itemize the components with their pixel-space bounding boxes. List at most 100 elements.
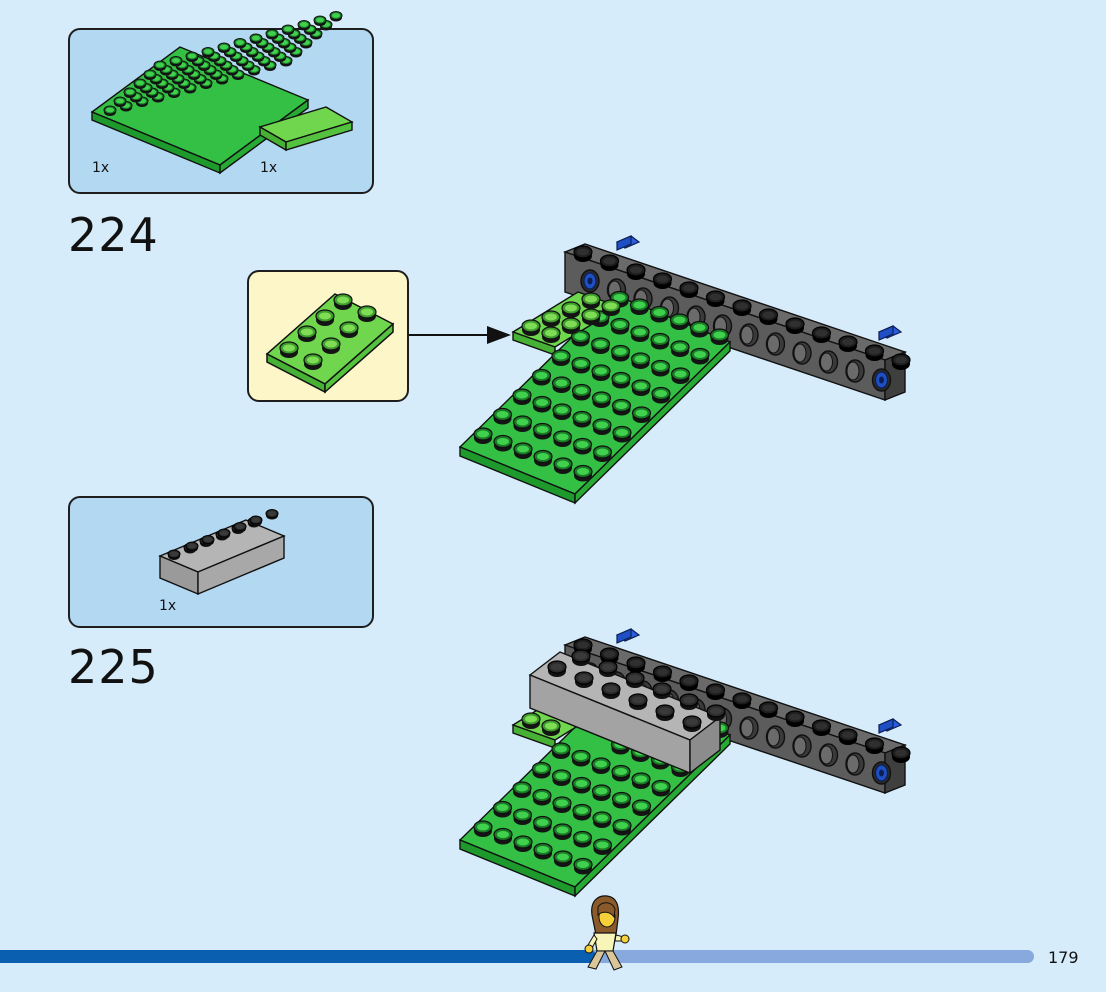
stud-icon <box>249 515 263 526</box>
stud-icon <box>679 674 699 692</box>
stud-icon <box>785 710 805 728</box>
stud-icon <box>571 383 592 402</box>
stud-icon <box>561 301 581 319</box>
callout-box <box>247 270 409 402</box>
stud-icon <box>599 254 620 272</box>
stud-icon <box>611 791 632 810</box>
stud-icon <box>631 799 652 817</box>
stud-icon <box>512 415 533 433</box>
stud-icon <box>891 353 911 371</box>
stud-icon <box>552 823 573 841</box>
lime-plate-2x4-icon <box>265 293 395 394</box>
stud-icon <box>552 796 572 814</box>
stud-icon <box>581 292 601 310</box>
stud-icon <box>233 522 247 533</box>
stud-icon <box>553 850 573 868</box>
stud-icon <box>551 769 572 787</box>
hole-icon <box>792 734 812 758</box>
stud-icon <box>492 407 513 426</box>
stud-icon <box>571 749 591 768</box>
pin-icon <box>871 368 892 392</box>
model-step-225 <box>458 628 911 898</box>
stud-icon <box>103 105 117 116</box>
stud-icon <box>630 325 650 343</box>
stud-icon <box>652 665 673 683</box>
stud-icon <box>598 660 618 678</box>
stud-icon <box>706 704 726 722</box>
pin-icon <box>580 269 600 293</box>
stud-icon <box>630 352 651 370</box>
hole-icon <box>818 350 839 374</box>
parts-box-step-224: 1x 1x <box>68 11 374 194</box>
part-qty: 1x <box>159 598 177 614</box>
stud-icon <box>541 310 561 328</box>
stud-icon <box>592 418 612 436</box>
stud-icon <box>690 347 710 366</box>
stud-icon <box>552 430 573 448</box>
stud-icon <box>143 69 157 80</box>
stud-icon <box>709 328 730 346</box>
stud-icon <box>265 509 279 520</box>
stud-icon <box>217 42 231 53</box>
stud-icon <box>631 406 652 424</box>
stud-icon <box>313 15 327 26</box>
stud-icon <box>591 391 612 409</box>
progress-bar <box>0 950 1034 963</box>
stud-icon <box>631 379 651 397</box>
stud-icon <box>591 757 611 775</box>
stud-icon <box>233 38 247 49</box>
minifigure-icon <box>584 895 630 971</box>
stud-icon <box>610 344 631 363</box>
stud-icon <box>521 712 541 730</box>
stud-icon <box>572 830 593 849</box>
stud-icon <box>705 290 726 308</box>
stud-icon <box>532 788 552 807</box>
part-qty: 1x <box>92 160 110 176</box>
stud-icon <box>612 425 632 444</box>
hole-icon <box>739 323 759 347</box>
stud-icon <box>590 337 611 355</box>
stud-icon <box>891 746 911 764</box>
stud-icon <box>651 386 671 405</box>
step-number: 225 <box>68 640 159 694</box>
stud-icon <box>329 11 343 22</box>
stud-icon <box>572 437 593 456</box>
stud-icon <box>592 445 613 463</box>
stud-icon <box>612 818 632 837</box>
stud-icon <box>592 811 612 829</box>
stud-icon <box>650 359 671 378</box>
stud-icon <box>581 308 601 326</box>
stud-icon <box>473 427 493 445</box>
stud-icon <box>473 820 493 838</box>
green-plate-6x16-icon <box>90 11 343 175</box>
stud-icon <box>785 317 805 335</box>
step-number: 224 <box>68 208 159 262</box>
stud-icon <box>201 535 215 546</box>
hole-icon <box>818 743 839 767</box>
stud-icon <box>626 656 646 674</box>
stud-icon <box>532 422 553 441</box>
stud-icon <box>670 367 691 385</box>
stud-icon <box>811 719 832 737</box>
stud-icon <box>153 60 167 71</box>
stud-icon <box>532 395 552 414</box>
stud-icon <box>651 779 671 798</box>
stud-icon <box>682 715 702 733</box>
stud-icon <box>133 78 147 89</box>
stud-icon <box>626 263 646 281</box>
stud-icon <box>650 332 670 351</box>
stud-icon <box>838 335 858 353</box>
stud-icon <box>513 835 533 853</box>
hole-icon <box>765 725 786 749</box>
stud-icon <box>185 541 199 552</box>
stud-icon <box>591 784 612 802</box>
stud-icon <box>512 388 532 406</box>
stud-icon <box>655 704 675 722</box>
stud-icon <box>553 457 573 475</box>
hole-icon <box>792 341 812 365</box>
stud-icon <box>611 764 631 783</box>
stud-icon <box>113 96 127 107</box>
hole-icon <box>845 752 865 776</box>
stud-icon <box>679 281 699 299</box>
stud-icon <box>201 47 215 58</box>
